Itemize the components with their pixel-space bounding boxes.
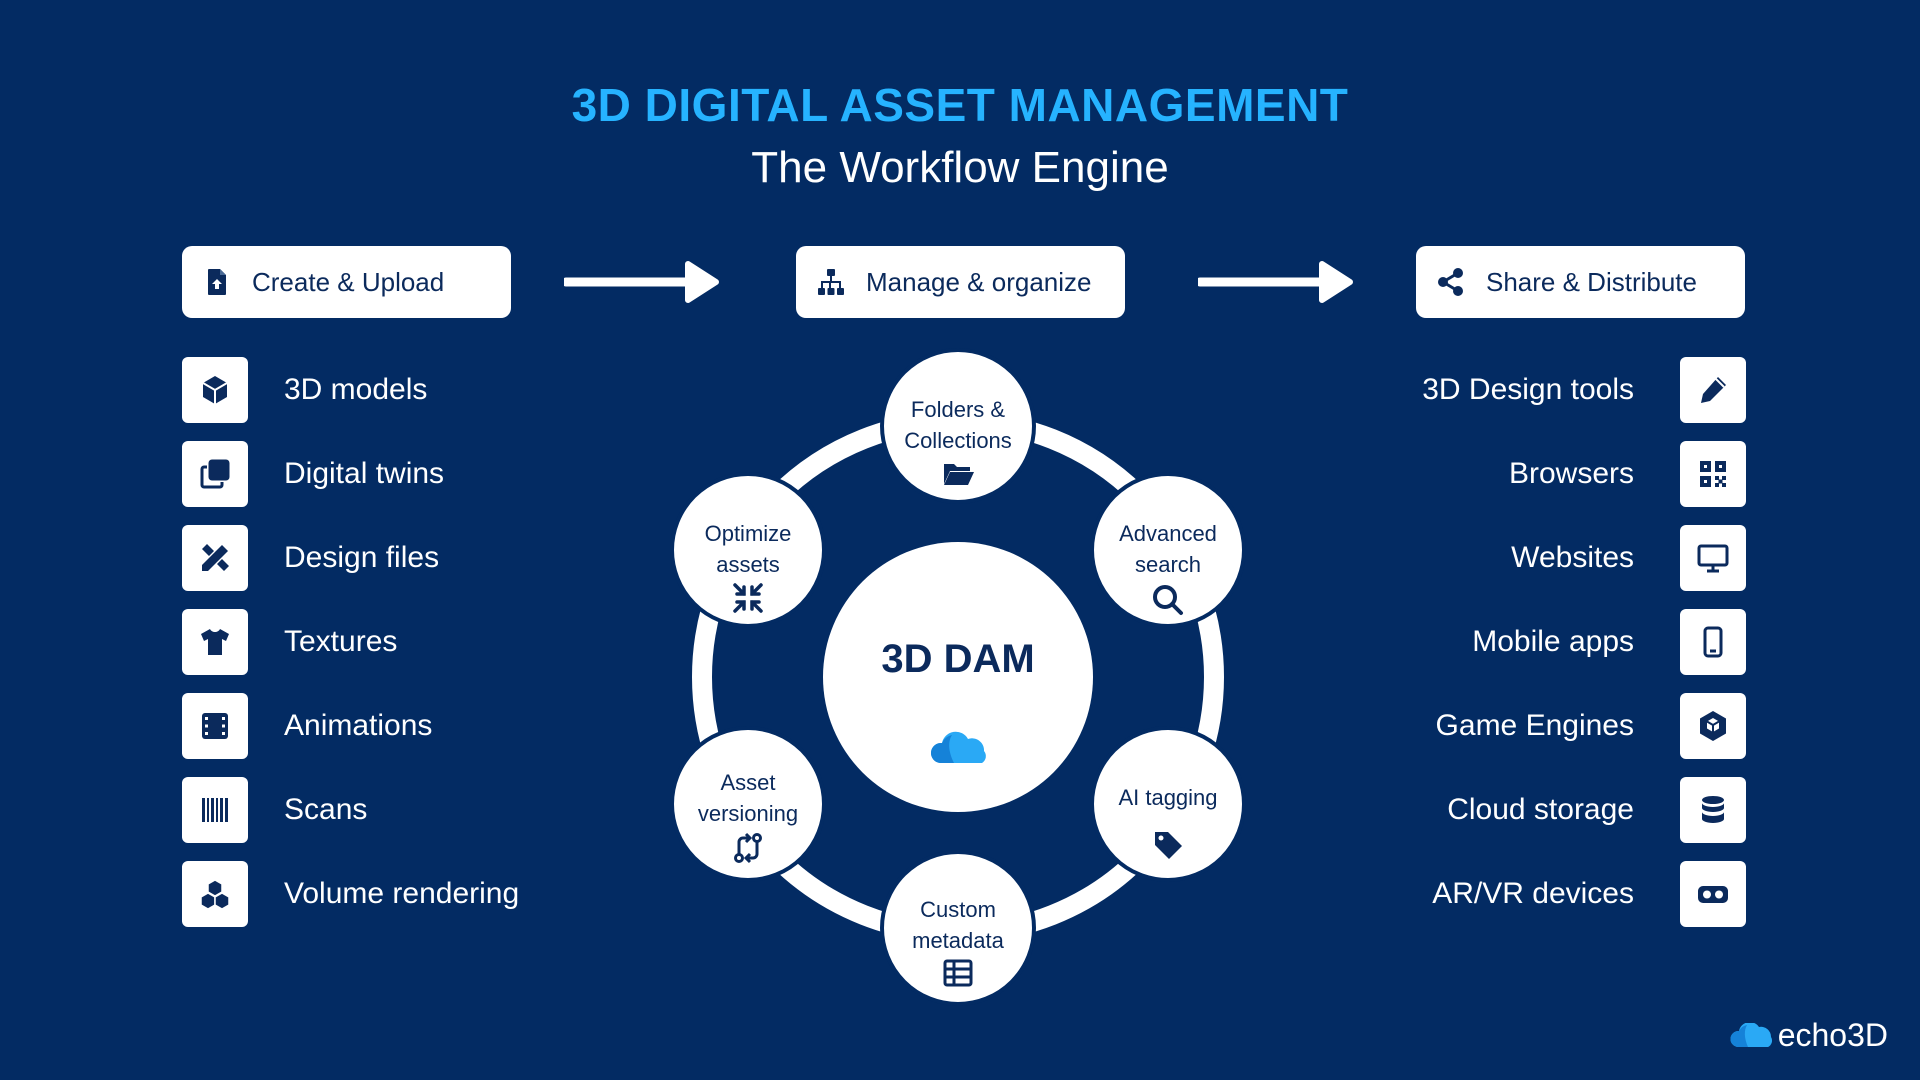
echo3d-logo: echo3D (1730, 1017, 1888, 1054)
item-label: Websites (1511, 541, 1634, 574)
stage-label: Manage & organize (866, 266, 1092, 297)
pencil-ruler-icon (182, 525, 248, 591)
output-item-game-engines: Game Engines (1436, 693, 1746, 759)
output-item-mobile-apps: Mobile apps (1472, 609, 1746, 675)
output-item-websites: Websites (1511, 525, 1746, 591)
stage-label: Create & Upload (252, 266, 445, 297)
dam-hub-diagram: 3D DAM Folders & Collections Advanced se… (670, 348, 1246, 1006)
main-title: 3D DIGITAL ASSET MANAGEMENT (571, 79, 1349, 131)
code-compare-icon (734, 832, 762, 864)
qrcode-icon (1680, 441, 1746, 507)
stage-create-upload: Create & Upload (182, 246, 511, 318)
output-item-cloud-storage: Cloud storage (1447, 777, 1746, 843)
cube-icon (182, 357, 248, 423)
node-label: Custom (920, 897, 996, 922)
item-label: Textures (284, 625, 398, 658)
node-label: Optimize (705, 521, 792, 546)
hub-node-advanced-search: Advanced search (1090, 472, 1246, 628)
node-label: Advanced (1119, 521, 1217, 546)
item-label: Mobile apps (1472, 625, 1634, 658)
monitor-icon (1680, 525, 1746, 591)
hub-node-folders-collections: Folders & Collections (880, 348, 1036, 504)
node-label: versioning (698, 801, 798, 826)
subtitle: The Workflow Engine (751, 143, 1169, 192)
node-label: Collections (904, 428, 1012, 453)
cubes-icon (182, 861, 248, 927)
barcode-icon (182, 777, 248, 843)
hub-node-asset-versioning: Asset versioning (670, 726, 826, 882)
unity-icon (1680, 693, 1746, 759)
item-label: Cloud storage (1447, 793, 1634, 826)
output-item-ar-vr-devices: AR/VR devices (1432, 861, 1746, 927)
node-label: Asset (720, 770, 775, 795)
file-upload-icon (200, 265, 234, 299)
clone-icon (182, 441, 248, 507)
hub-center: 3D DAM (823, 542, 1093, 812)
arrow-right-icon (1198, 261, 1353, 303)
shirt-icon (182, 609, 248, 675)
tag-icon (1155, 832, 1182, 859)
input-item-3d-models: 3D models (182, 357, 427, 423)
stage-manage-organize: Manage & organize (796, 246, 1125, 318)
pen-icon (1680, 357, 1746, 423)
hub-node-optimize-assets: Optimize assets (670, 472, 826, 628)
item-label: Digital twins (284, 457, 445, 490)
stage-label: Share & Distribute (1486, 266, 1697, 297)
input-item-design-files: Design files (182, 525, 439, 591)
node-label: Folders & (911, 397, 1005, 422)
database-icon (1680, 777, 1746, 843)
output-item-3d-design-tools: 3D Design tools (1422, 357, 1746, 423)
cloud-logo-icon (1730, 1022, 1772, 1047)
item-label: Game Engines (1435, 709, 1634, 742)
item-label: Browsers (1508, 457, 1634, 490)
share-icon (1434, 265, 1468, 299)
table-icon (943, 959, 973, 987)
node-label: AI tagging (1118, 785, 1217, 810)
item-label: AR/VR devices (1432, 877, 1634, 910)
hub-node-ai-tagging: AI tagging (1090, 726, 1246, 882)
brand-name: echo3D (1777, 1017, 1888, 1053)
input-item-textures: Textures (182, 609, 397, 675)
vr-headset-icon (1680, 861, 1746, 927)
node-label: search (1135, 552, 1201, 577)
item-label: 3D models (284, 373, 428, 406)
mobile-icon (1680, 609, 1746, 675)
input-item-volume-rendering: Volume rendering (182, 861, 519, 927)
stage-share-distribute: Share & Distribute (1416, 246, 1745, 318)
item-label: Volume rendering (284, 877, 520, 910)
folder-open-icon (944, 464, 974, 485)
input-item-animations: Animations (182, 693, 432, 759)
sitemap-icon (814, 265, 848, 299)
output-item-browsers: Browsers (1509, 441, 1746, 507)
hub-node-custom-metadata: Custom metadata (880, 850, 1036, 1006)
item-label: Design files (284, 541, 440, 574)
node-label: metadata (912, 928, 1004, 953)
arrow-right-icon (564, 261, 719, 303)
item-label: Animations (284, 709, 433, 742)
cloud-icon (930, 731, 986, 763)
input-item-scans: Scans (182, 777, 367, 843)
compress-icon (733, 583, 763, 613)
input-item-digital-twins: Digital twins (182, 441, 444, 507)
film-icon (182, 693, 248, 759)
search-icon (1153, 585, 1183, 615)
node-label: assets (716, 552, 780, 577)
item-label: Scans (284, 793, 368, 826)
hub-center-label: 3D DAM (881, 637, 1034, 681)
item-label: 3D Design tools (1422, 373, 1634, 406)
